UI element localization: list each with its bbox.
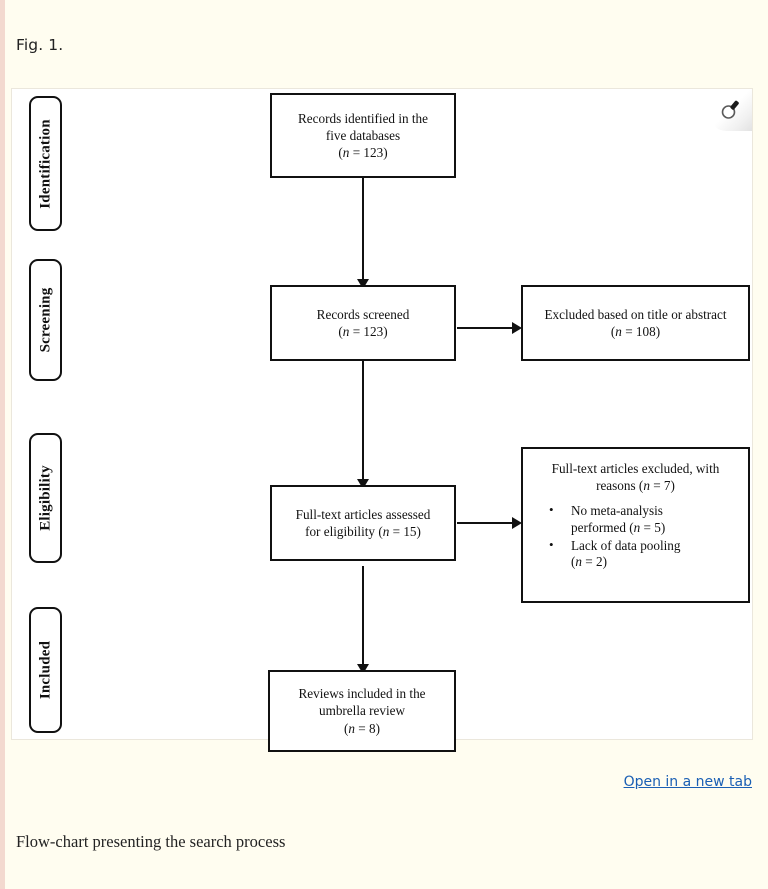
- node-fulltext-assessed-line2: for eligibility (n = 15): [305, 524, 421, 539]
- node-records-screened: Records screened (n = 123): [270, 285, 456, 361]
- connector-fulltext-to-excluded: [457, 522, 517, 524]
- stage-label-included-text: Included: [37, 640, 53, 700]
- connector-identified-to-screened: [362, 178, 364, 283]
- exclusion-reason-item: • Lack of data pooling (n = 2): [549, 536, 742, 571]
- stage-label-screening: Screening: [29, 259, 62, 381]
- exclusion-reason-item: • No meta-analysis performed (n = 5): [549, 502, 742, 536]
- arrowhead-fulltext-to-excluded: [512, 517, 522, 529]
- node-records-identified-count: (n = 123): [338, 145, 388, 161]
- connector-fulltext-to-included: [362, 566, 364, 668]
- node-fulltext-assessed: Full-text articles assessed for eligibil…: [270, 485, 456, 561]
- stage-label-identification-text: Identification: [37, 118, 53, 209]
- node-fulltext-assessed-line1: Full-text articles assessed: [295, 506, 431, 522]
- node-records-screened-line1: Records screened: [316, 306, 410, 322]
- stage-label-included: Included: [29, 607, 62, 733]
- arrowhead-identified-to-screened: [357, 279, 369, 289]
- magnifier-icon[interactable]: [710, 89, 752, 131]
- node-records-identified: Records identified in the five databases…: [270, 93, 456, 178]
- exclusion-reason-1-line1: No meta-analysis: [571, 503, 663, 519]
- node-records-identified-line2: five databases: [325, 127, 401, 143]
- node-fulltext-excluded: Full-text articles excluded, with reason…: [521, 447, 750, 603]
- exclusion-reason-list: • No meta-analysis performed (n = 5) • L…: [529, 502, 742, 571]
- open-in-new-tab-link[interactable]: Open in a new tab: [623, 774, 752, 790]
- stage-label-eligibility-text: Eligibility: [37, 465, 53, 531]
- bullet-icon: •: [549, 536, 554, 552]
- node-excluded-title-abstract: Excluded based on title or abstract (n =…: [521, 285, 750, 361]
- node-reviews-included-line2: umbrella review: [318, 703, 406, 719]
- node-records-screened-count: (n = 123): [338, 324, 388, 339]
- node-reviews-included-count: (n = 8): [343, 720, 381, 736]
- arrowhead-screened-to-excluded: [512, 322, 522, 334]
- exclusion-reason-2-line1: Lack of data pooling: [571, 537, 681, 553]
- arrowhead-screened-to-fulltext: [357, 479, 369, 489]
- exclusion-reason-2-line2: (n = 2): [571, 554, 608, 570]
- bullet-icon: •: [549, 502, 554, 518]
- node-reviews-included-line1: Reviews included in the: [298, 686, 426, 702]
- stage-label-identification: Identification: [29, 96, 62, 231]
- arrowhead-fulltext-to-included: [357, 664, 369, 674]
- node-excluded-title-abstract-line1: Excluded based on title or abstract: [544, 306, 727, 322]
- node-fulltext-excluded-line1: Full-text articles excluded, with: [551, 461, 720, 476]
- stage-label-eligibility: Eligibility: [29, 433, 62, 563]
- node-reviews-included: Reviews included in the umbrella review …: [268, 670, 456, 752]
- figure-label: Fig. 1.: [16, 36, 64, 54]
- stage-label-screening-text: Screening: [37, 287, 53, 353]
- page-left-edge-strip: [0, 0, 5, 889]
- connector-screened-to-excluded: [457, 327, 517, 329]
- node-fulltext-excluded-line2: reasons (n = 7): [596, 478, 675, 494]
- figure-panel: Identification Screening Eligibility Inc…: [11, 88, 753, 752]
- connector-screened-to-fulltext: [362, 361, 364, 483]
- exclusion-reason-1-line2: performed (n = 5): [571, 519, 666, 535]
- node-excluded-title-abstract-count: (n = 108): [610, 324, 661, 339]
- figure-caption: Flow-chart presenting the search process: [16, 832, 286, 851]
- node-records-identified-line1: Records identified in the: [297, 110, 428, 126]
